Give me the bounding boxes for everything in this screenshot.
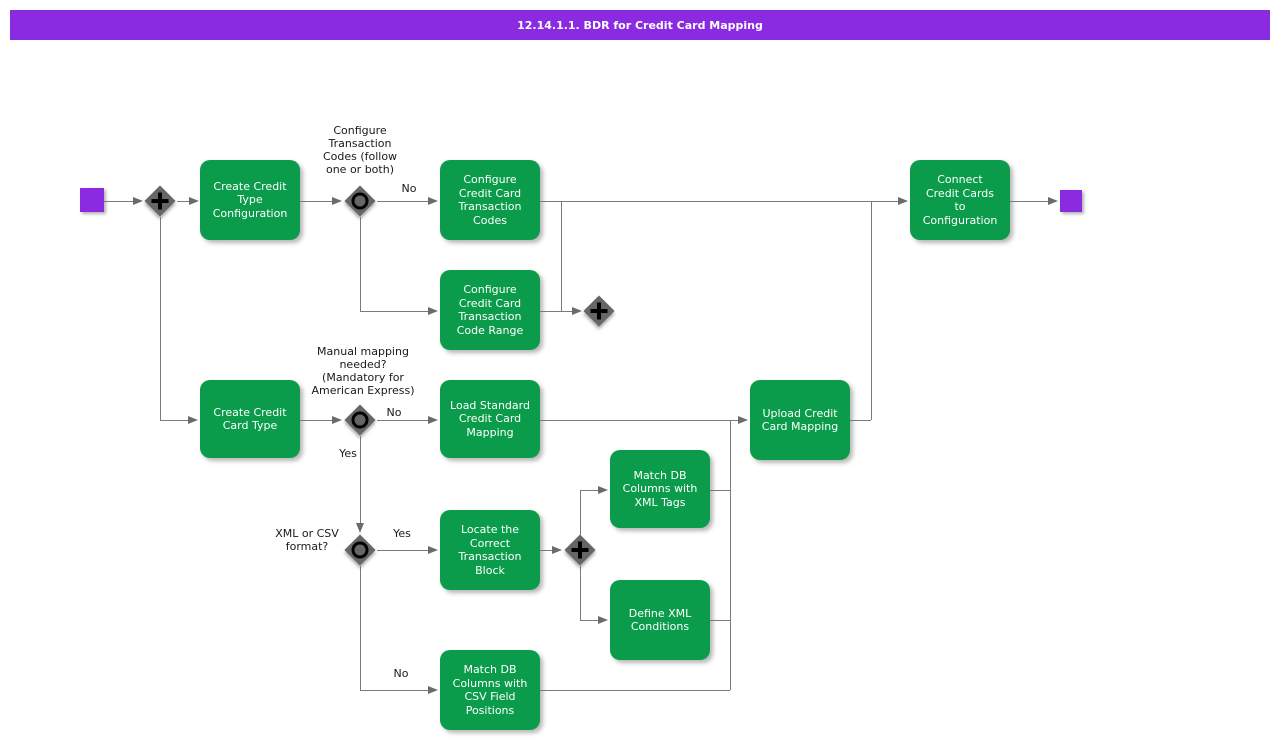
- flow-line: [540, 201, 899, 202]
- flow-line: [360, 566, 361, 690]
- flow-line: [360, 217, 361, 311]
- parallel-gateway-join-codes: [583, 295, 615, 327]
- flow-line: [580, 490, 581, 535]
- diagram-title: 12.14.1.1. BDR for Credit Card Mapping: [10, 10, 1270, 40]
- flow-line: [160, 217, 161, 420]
- arrow-icon: [428, 416, 438, 424]
- arrow-icon: [738, 416, 748, 424]
- plus-icon: [583, 295, 615, 327]
- arrow-icon: [133, 197, 143, 205]
- parallel-gateway-split-xml: [564, 534, 596, 566]
- task-define-xml-conditions: Define XML Conditions: [610, 580, 710, 660]
- arrow-icon: [598, 486, 608, 494]
- plus-icon: [564, 534, 596, 566]
- flow-line: [540, 690, 730, 691]
- arrow-icon: [428, 197, 438, 205]
- circle-icon: [351, 411, 369, 429]
- task-configure-credit-card-transaction-codes: Configure Credit Card Transaction Codes: [440, 160, 540, 240]
- arrow-icon: [356, 523, 364, 533]
- arrow-icon: [189, 197, 199, 205]
- flow-line: [360, 690, 429, 691]
- task-match-db-columns-with-csv-field-positions: Match DB Columns with CSV Field Position…: [440, 650, 540, 730]
- end-event: [1060, 190, 1082, 212]
- flow-line: [360, 311, 429, 312]
- flow-line: [871, 201, 872, 420]
- task-configure-credit-card-transaction-code-range: Configure Credit Card Transaction Code R…: [440, 270, 540, 350]
- branch-label-yes-xml: Yes: [393, 527, 411, 540]
- branch-label-no-csv: No: [393, 667, 409, 680]
- arrow-icon: [572, 307, 582, 315]
- arrow-icon: [332, 416, 342, 424]
- task-upload-credit-card-mapping: Upload Credit Card Mapping: [750, 380, 850, 460]
- inclusive-gateway-manual-mapping: [344, 404, 376, 436]
- flow-line: [177, 201, 190, 202]
- flow-line: [1010, 201, 1049, 202]
- circle-icon: [351, 541, 369, 559]
- arrow-icon: [552, 546, 562, 554]
- branch-label-no-manual-mapping: No: [386, 406, 402, 419]
- flow-line: [710, 490, 730, 491]
- flow-line: [580, 620, 599, 621]
- start-event: [80, 188, 104, 212]
- arrow-icon: [1048, 197, 1058, 205]
- flow-line: [104, 201, 134, 202]
- task-load-standard-credit-card-mapping: Load Standard Credit Card Mapping: [440, 380, 540, 458]
- arrow-icon: [188, 416, 198, 424]
- arrow-icon: [428, 686, 438, 694]
- task-locate-the-correct-transaction-block: Locate the Correct Transaction Block: [440, 510, 540, 590]
- arrow-icon: [428, 546, 438, 554]
- flow-line: [300, 420, 333, 421]
- circle-icon: [351, 192, 369, 210]
- flow-line: [377, 550, 429, 551]
- flow-line: [377, 201, 429, 202]
- flow-line: [300, 201, 333, 202]
- task-create-credit-card-type: Create Credit Card Type: [200, 380, 300, 458]
- flow-line: [160, 420, 189, 421]
- branch-label-no-transaction-codes: No: [401, 182, 417, 195]
- arrow-icon: [898, 197, 908, 205]
- flow-line: [580, 490, 599, 491]
- flow-line: [540, 311, 573, 312]
- arrow-icon: [428, 307, 438, 315]
- flow-line: [580, 566, 581, 620]
- task-create-credit-type-configuration: Create Credit Type Configuration: [200, 160, 300, 240]
- task-connect-credit-cards-to-configuration: Connect Credit Cards to Configuration: [910, 160, 1010, 240]
- annotation-manual-mapping: Manual mapping needed? (Mandatory for Am…: [311, 345, 415, 397]
- flow-line: [540, 420, 739, 421]
- flow-line: [540, 550, 553, 551]
- branch-label-yes-manual-mapping: Yes: [339, 447, 357, 460]
- arrow-icon: [332, 197, 342, 205]
- flow-line: [377, 420, 429, 421]
- flow-line: [730, 420, 731, 690]
- annotation-xml-or-csv: XML or CSV format?: [275, 527, 339, 553]
- flow-line: [360, 436, 361, 524]
- flow-line: [710, 620, 730, 621]
- flow-line: [561, 201, 562, 311]
- flow-line: [850, 420, 871, 421]
- plus-icon: [144, 185, 176, 217]
- parallel-gateway-split-start: [144, 185, 176, 217]
- inclusive-gateway-xml-or-csv: [344, 534, 376, 566]
- inclusive-gateway-transaction-codes: [344, 185, 376, 217]
- annotation-configure-transaction-codes: Configure Transaction Codes (follow one …: [322, 124, 398, 176]
- task-match-db-columns-with-xml-tags: Match DB Columns with XML Tags: [610, 450, 710, 528]
- arrow-icon: [598, 616, 608, 624]
